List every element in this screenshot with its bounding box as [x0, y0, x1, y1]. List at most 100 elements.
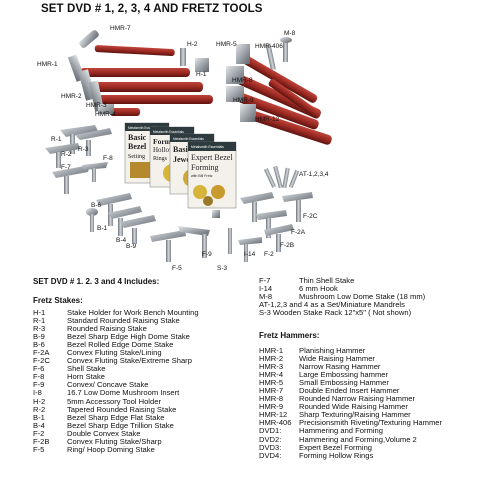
callout-hmr4: HMR-4: [95, 111, 116, 118]
item-desc: Bezel Rolled Edge Dome Stake: [67, 340, 174, 350]
hammer-group: [67, 30, 332, 145]
dvd4-title-c: with Bill Fretz: [191, 174, 213, 178]
callout-hmr406: HMR-406: [255, 43, 283, 50]
item-code: F-2A: [33, 348, 50, 358]
item-code: DVD2:: [259, 434, 282, 444]
item-desc: Planishing Hammer: [299, 346, 366, 355]
callout-hmr12: HMR-12: [255, 116, 280, 123]
dvd3-title-b: Jewelry: [173, 155, 200, 164]
list-item: B-1 Bezel Sharp Edge Flat Stake: [33, 412, 199, 422]
item-desc: Convex Fluting Stake/Sharp: [67, 436, 162, 446]
callout-h1: H-1: [196, 71, 207, 78]
tools-photo: Metalsmith Essentials Basic Bezel Settin…: [45, 30, 332, 262]
item-desc: Large Embossing hammer: [299, 370, 389, 380]
callout-b4: B-4: [116, 237, 127, 244]
callout-hmr8: HMR-8: [232, 77, 253, 84]
dvd1-series: Metalsmith Essentials: [128, 126, 159, 130]
item-code: HMR-9: [259, 402, 284, 412]
item-desc: Double Convex Stake: [67, 428, 141, 438]
list-item: DVD4:Forming Hollow Rings: [259, 450, 442, 460]
item-desc: Convex Fluting Stake/Extreme Sharp: [67, 356, 192, 366]
list-item: B-6 Bezel Rolled Edge Dome Stake: [33, 341, 199, 349]
item-desc: Mushroom Low Dome Stake (18 mm): [299, 292, 426, 302]
product-illustration: Metalsmith Essentials Basic Bezel Settin…: [37, 25, 332, 272]
item-code: HMR-1: [259, 346, 284, 355]
item-code: R-3: [33, 324, 46, 334]
list-item: I-14 6 mm Hook: [259, 284, 425, 294]
list-item: DVD1:Hammering and Forming: [259, 427, 442, 435]
list-item: HMR-8 Rounded Narrow Raising Hammer: [259, 395, 442, 403]
item-desc: Wide Raising Hammer: [299, 354, 375, 364]
item-code: HMR-3: [259, 362, 284, 372]
callout-r2: R-2: [61, 151, 72, 158]
dvd2-series: Metalsmith Essentials: [153, 130, 184, 134]
item-code: DVD4:: [259, 450, 282, 460]
callout-f9: F-9: [202, 251, 212, 258]
item-code: R-2: [33, 404, 46, 414]
callout-hmr2: HMR-2: [61, 93, 82, 100]
callout-hmr3: HMR-3: [86, 102, 107, 109]
item-desc: Shell Stake: [67, 364, 106, 374]
includes-heading: SET DVD # 1. 2. 3 and 4 Includes:: [33, 277, 160, 286]
list-item: DVD3: Expert Bezel Forming: [259, 442, 442, 452]
callout-r3: R-3: [78, 146, 89, 153]
item-desc: AT-1,2,3 and 4 as a Set/Miniature Mandre…: [259, 300, 405, 310]
item-code: B-6: [33, 340, 45, 350]
item-desc: 5mm Accessory Tool Holder: [67, 396, 161, 406]
callout-f2c: F-2C: [303, 213, 318, 220]
list-item: F-8 Horn Stake: [33, 373, 199, 381]
item-code: H-1: [33, 308, 46, 317]
item-desc: Stake Holder for Work Bench Mounting: [67, 308, 199, 317]
item-desc: Ring/ Hoop Doming Stake: [67, 444, 155, 454]
item-desc: Rounded Narrow Raising Hammer: [299, 394, 416, 404]
dvd4-title-b: Forming: [191, 163, 219, 172]
item-desc: Rounded Raising Stake: [67, 324, 147, 334]
item-desc: Bezel Sharp Edge Flat Stake: [67, 412, 165, 422]
stake-group: [45, 125, 313, 262]
list-item: R-3 Rounded Raising Stake: [33, 325, 199, 333]
item-code: F-2C: [33, 356, 50, 366]
item-code: HMR-8: [259, 394, 284, 404]
item-desc: Narrow Rasing Hammer: [299, 362, 381, 372]
dvd1-title-a: Basic: [128, 133, 147, 142]
callout-hmr9: HMR-9: [233, 97, 254, 104]
item-desc: Standard Rounded Raising Stake: [67, 316, 180, 326]
list-item: DVD2:Hammering and Forming,Volume 2: [259, 434, 442, 444]
callout-f8: F-8: [103, 155, 113, 162]
item-code: I-14: [259, 284, 273, 294]
item-desc: Expert Bezel Forming: [299, 442, 373, 452]
callout-h2: H-2: [187, 41, 198, 48]
item-code: F-9: [33, 380, 45, 390]
item-code: HMR-7: [259, 386, 284, 396]
item-desc: Horn Stake: [67, 372, 105, 382]
callout-b6: B-6: [91, 202, 102, 209]
item-code: B-1: [33, 412, 45, 422]
list-item: R-2 Tapered Rounded Raising Stake: [33, 404, 199, 414]
item-code: DVD3:: [259, 442, 282, 452]
dvd2-title-c: Rings: [153, 156, 168, 162]
page-title: SET DVD # 1, 2, 3, 4 AND FRETZ TOOLS: [41, 3, 263, 15]
item-code: F-8: [33, 372, 45, 382]
list-item: HMR-1 Planishing Hammer: [259, 346, 442, 355]
callout-f7: F-7: [61, 164, 71, 171]
item-code: HMR-406: [259, 418, 292, 428]
item-code: HMR-12: [259, 410, 288, 420]
item-desc: S-3 Wooden Stake Rack 12"x5" ( Not shown…: [259, 308, 412, 318]
item-code: B-9: [33, 332, 45, 342]
item-desc: Tapered Rounded Raising Stake: [67, 404, 177, 414]
dvd4-title-a: Expert Bezel: [191, 153, 233, 162]
callout-b1: B-1: [97, 225, 108, 232]
dvd1-title-b: Bezel: [128, 142, 147, 151]
dvd3-title-a: Basic: [173, 145, 192, 154]
item-desc: 6 mm Hook: [299, 284, 338, 294]
